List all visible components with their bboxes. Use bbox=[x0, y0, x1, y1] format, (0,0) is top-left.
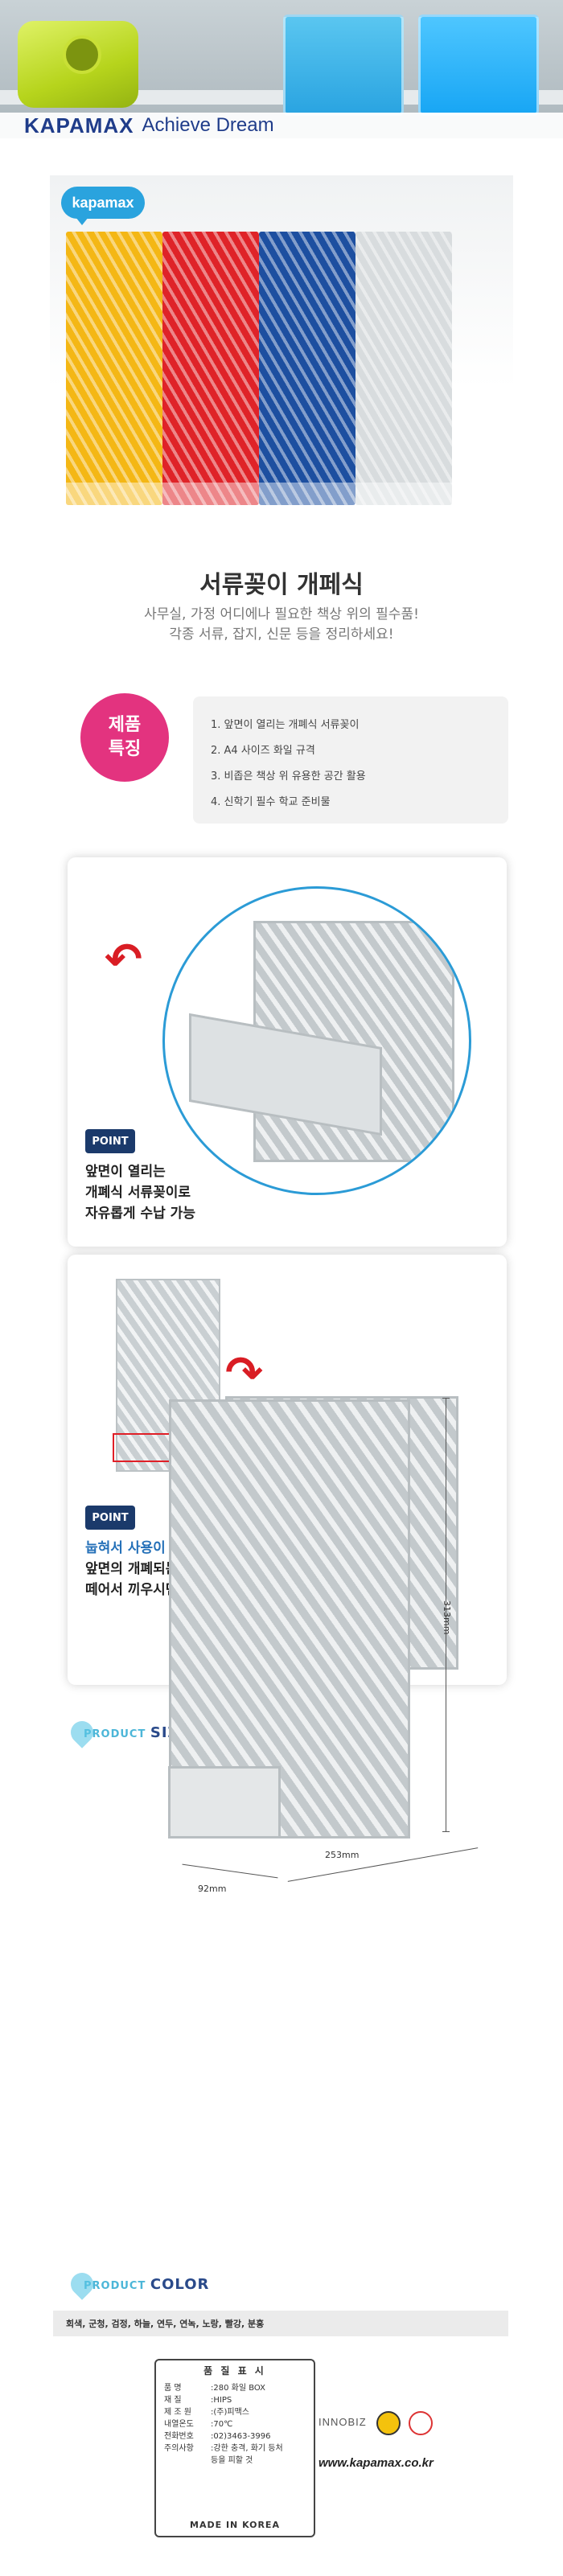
quality-row: 주의사항 :강한 충격, 화기 등처 bbox=[164, 2442, 306, 2455]
curved-arrow-icon: ↷ bbox=[225, 1347, 263, 1399]
product-photo: kapamax bbox=[50, 175, 513, 529]
point-line: 앞면이 열리는 bbox=[85, 1164, 166, 1180]
kapamax-logo: kapamax bbox=[61, 187, 145, 225]
quality-value: :강한 충격, 화기 등처 bbox=[211, 2444, 283, 2453]
certification-seal-icon bbox=[376, 2411, 401, 2435]
point-line: 자유롭게 수납 가능 bbox=[85, 1206, 195, 1222]
quality-key: 내열온도 bbox=[164, 2420, 194, 2429]
curved-arrow-icon: ↶ bbox=[105, 934, 142, 986]
blue-binder-image bbox=[418, 14, 539, 116]
color-heading-label: PRODUCT COLOR bbox=[84, 2276, 209, 2293]
quality-row: 전화번호 :02)3463-3996 bbox=[164, 2430, 306, 2442]
quality-value: :02)3463-3996 bbox=[211, 2432, 271, 2441]
feature-item: 4. 신학기 필수 학교 준비물 bbox=[211, 796, 331, 808]
height-label: 313mm bbox=[442, 1600, 452, 1635]
pencil-sharpener-image bbox=[18, 21, 138, 108]
product-title: 서류꽂이 개페식 bbox=[199, 571, 364, 599]
quality-row: 재 질 :HIPS bbox=[164, 2394, 306, 2406]
feature-item: 2. A4 사이즈 화일 규격 bbox=[211, 745, 315, 757]
product-subtitle: 사무실, 가정 어디에나 필요한 책상 위의 필수품! 각종 서류, 잡지, 신… bbox=[0, 605, 563, 645]
holder-size-image bbox=[168, 1399, 410, 1839]
highlight-box bbox=[113, 1433, 177, 1462]
heading-big: COLOR bbox=[150, 2275, 210, 2293]
heading-small: PRODUCT bbox=[84, 1728, 146, 1740]
quality-key: 전화번호 bbox=[164, 2432, 194, 2441]
heading-small: PRODUCT bbox=[84, 2279, 146, 2292]
certification-seal-icon bbox=[409, 2411, 433, 2435]
file-holder-yellow bbox=[66, 232, 162, 505]
features-list: 1. 앞면이 열리는 개폐식 서류꽂이 2. A4 사이즈 화일 규격 3. 비… bbox=[193, 696, 508, 824]
brand-bar: KAPAMAX Achieve Dream bbox=[0, 113, 563, 138]
point-description: 앞면이 열리는 개폐식 서류꽂이로 자유롭게 수납 가능 bbox=[85, 1161, 195, 1224]
color-list: 회색, 군청, 검정, 하늘, 연두, 연녹, 노랑, 빨강, 분홍 bbox=[53, 2311, 508, 2336]
file-holder-blue bbox=[259, 232, 355, 505]
quality-value: :70℃ bbox=[211, 2420, 233, 2429]
features-badge-line: 특징 bbox=[108, 739, 142, 759]
quality-key: 주의사항 bbox=[164, 2444, 194, 2453]
file-holder-gray bbox=[355, 232, 452, 505]
point-badge: POINT bbox=[85, 1506, 135, 1530]
width-dimension-line bbox=[182, 1863, 278, 1879]
made-in-label: MADE IN KOREA bbox=[190, 2520, 280, 2530]
innobiz-logo: INNOBIZ bbox=[318, 2416, 367, 2428]
blue-binder-image bbox=[283, 14, 404, 116]
depth-dimension-line bbox=[287, 1847, 479, 1882]
quality-label: 품 질 표 시 품 명 :280 화일 BOX 재 질 :HIPS 제 조 원 :(주… bbox=[154, 2359, 315, 2537]
holder-front-part bbox=[168, 1766, 281, 1839]
quality-key: 재 질 bbox=[164, 2396, 182, 2405]
depth-label: 253mm bbox=[325, 1850, 360, 1860]
quality-key: 제 조 원 bbox=[164, 2408, 191, 2417]
quality-row: 품 명 :280 화일 BOX bbox=[164, 2382, 306, 2394]
quality-value: :280 화일 BOX bbox=[211, 2384, 265, 2393]
certification-marks: INNOBIZ bbox=[318, 2411, 503, 2459]
quality-title: 품 질 표 시 bbox=[203, 2365, 266, 2377]
feature-item: 1. 앞면이 열리는 개폐식 서류꽂이 bbox=[211, 719, 360, 731]
features-badge-line: 제품 bbox=[108, 715, 142, 735]
width-label: 92mm bbox=[198, 1884, 227, 1894]
brand-tagline: Achieve Dream bbox=[142, 114, 274, 136]
quality-value: :HIPS bbox=[211, 2396, 232, 2405]
subtitle-line: 각종 서류, 잡지, 신문 등을 정리하세요! bbox=[169, 627, 394, 643]
quality-row: 제 조 원 :(주)피맥스 bbox=[164, 2406, 306, 2418]
quality-row: 내열온도 :70℃ bbox=[164, 2418, 306, 2430]
detail-circle bbox=[162, 886, 471, 1195]
subtitle-line: 사무실, 가정 어디에나 필요한 책상 위의 필수품! bbox=[144, 606, 419, 622]
drop-icon bbox=[66, 2268, 98, 2300]
features-badge: 제품 특징 bbox=[80, 693, 169, 782]
brand-name: KAPAMAX bbox=[24, 113, 134, 138]
quality-row: 등을 피할 것 bbox=[164, 2455, 306, 2467]
drop-icon bbox=[66, 1716, 98, 1748]
quality-value: 등을 피할 것 bbox=[211, 2456, 253, 2465]
point-line: 개폐식 서류꽂이로 bbox=[85, 1185, 191, 1201]
point-card-open-front: ↶ POINT 앞면이 열리는 개폐식 서류꽂이로 자유롭게 수납 가능 bbox=[68, 857, 507, 1247]
quality-value: :(주)피맥스 bbox=[211, 2408, 249, 2417]
point-badge: POINT bbox=[85, 1129, 135, 1153]
hero-banner: KAPAMAX Achieve Dream bbox=[0, 0, 563, 138]
quality-key bbox=[164, 2455, 211, 2467]
quality-key: 품 명 bbox=[164, 2384, 182, 2393]
file-holder-red bbox=[162, 232, 259, 505]
website-link[interactable]: www.kapamax.co.kr bbox=[318, 2456, 434, 2470]
color-section-heading: PRODUCT COLOR bbox=[66, 2268, 209, 2300]
feature-item: 3. 비좁은 책상 위 유용한 공간 활용 bbox=[211, 770, 366, 783]
